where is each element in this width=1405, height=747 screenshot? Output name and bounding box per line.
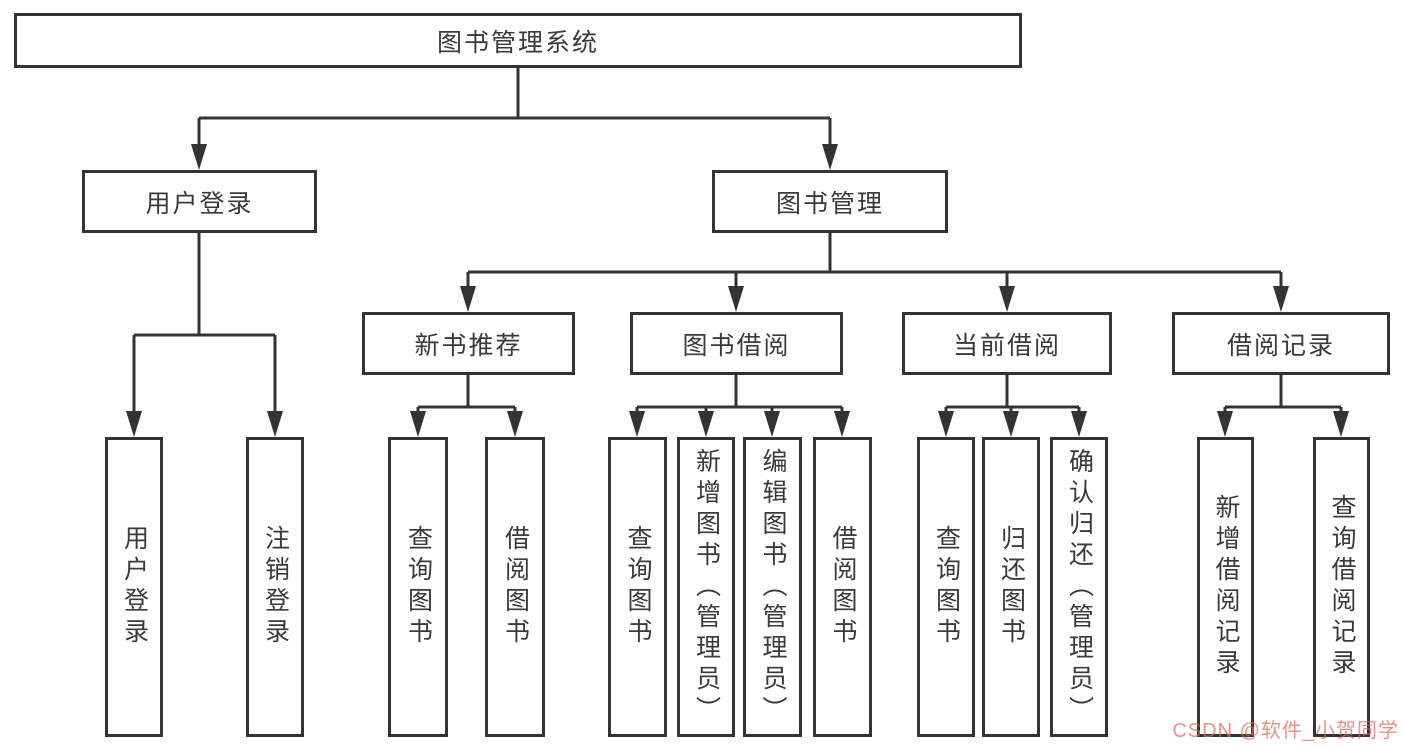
node-borrowing-records: 借阅记录 [1172,312,1390,375]
node-leaf-logout: 注销登录 [246,437,304,737]
node-label: 查询借阅记录 [1328,494,1356,680]
node-leaf-borrow-books-2: 借阅图书 [813,437,872,737]
node-leaf-return-books: 归还图书 [982,437,1040,737]
node-label: 借阅图书 [501,525,530,649]
node-label: 当前借阅 [952,331,1061,360]
node-leaf-query-borrow-record: 查询借阅记录 [1313,437,1370,737]
node-label: 编辑图书（管理员） [759,447,787,727]
node-label: 确认归还（管理员） [1065,447,1094,727]
node-leaf-borrow-books-1: 借阅图书 [485,437,545,737]
node-label: 新增借阅记录 [1212,494,1240,680]
node-book-management-branch: 图书管理 [712,170,948,233]
node-leaf-query-books-1: 查询图书 [388,437,448,737]
node-label: 查询图书 [624,525,652,649]
node-leaf-query-books-2: 查询图书 [608,437,667,737]
node-label: 用户登录 [120,525,149,649]
node-leaf-add-borrow-record: 新增借阅记录 [1197,437,1254,737]
node-label: 用户登录 [145,189,254,218]
node-library-management-system: 图书管理系统 [14,13,1022,68]
node-label: 查询图书 [404,525,433,649]
node-leaf-confirm-return-admin: 确认归还（管理员） [1050,437,1108,737]
node-label: 查询图书 [932,525,961,649]
node-label: 借阅图书 [829,525,857,649]
node-label: 借阅记录 [1226,331,1335,360]
node-label: 图书借阅 [682,331,791,360]
node-label: 注销登录 [261,525,290,649]
node-label: 图书管理系统 [436,28,599,57]
node-label: 图书管理 [775,189,884,218]
node-book-borrowing: 图书借阅 [630,312,843,375]
node-leaf-user-login: 用户登录 [105,437,163,737]
node-label: 新增图书（管理员） [692,447,721,727]
node-label: 归还图书 [997,525,1026,649]
node-user-login-branch: 用户登录 [82,170,317,233]
node-leaf-edit-books-admin: 编辑图书（管理员） [743,437,802,737]
node-current-borrowing: 当前借阅 [902,312,1112,375]
node-label: 新书推荐 [414,331,523,360]
node-new-book-recommend: 新书推荐 [362,312,575,375]
csdn-watermark: CSDN @软件_小贺同学 [1172,720,1399,742]
node-leaf-add-books-admin: 新增图书（管理员） [677,437,735,737]
node-leaf-query-books-3: 查询图书 [917,437,975,737]
